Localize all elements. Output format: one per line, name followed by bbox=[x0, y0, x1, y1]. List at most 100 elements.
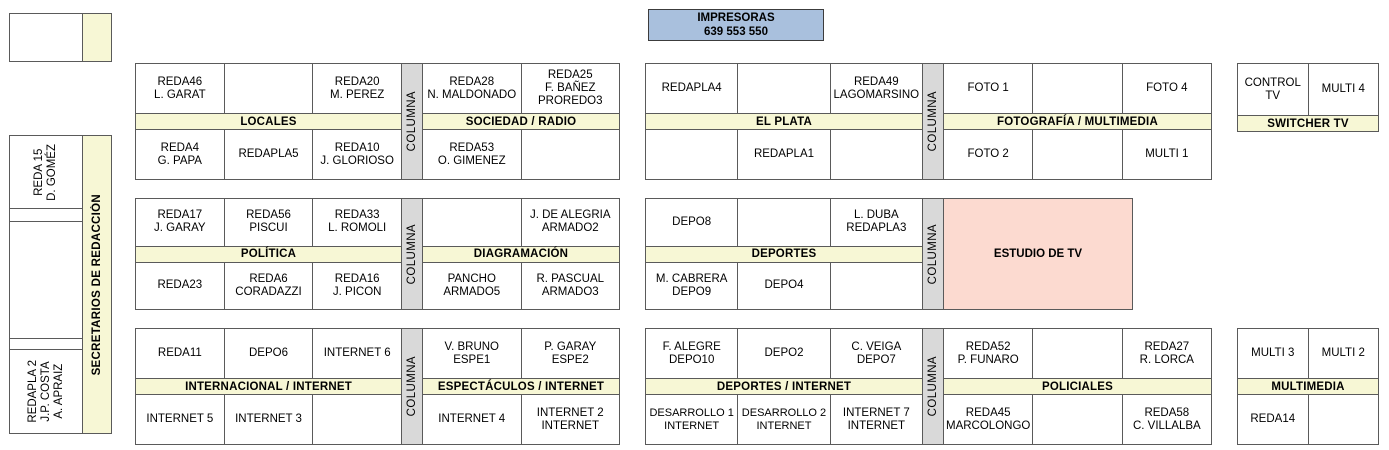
desk-cell[interactable] bbox=[1032, 328, 1123, 379]
desk-cell[interactable]: INTERNET 7 INTERNET bbox=[829, 394, 923, 445]
desk-cell[interactable]: INTERNET 2 INTERNET bbox=[520, 394, 620, 445]
desk-cell[interactable] bbox=[1032, 129, 1123, 180]
section-band-multimedia: MULTIMEDIA bbox=[1237, 378, 1379, 395]
desk-cell[interactable]: REDA33 L. ROMOLI bbox=[312, 198, 403, 247]
desk-cell[interactable] bbox=[1307, 394, 1379, 445]
desk-cell[interactable]: REDA14 bbox=[1237, 394, 1309, 445]
sidebar-cell-blank-2[interactable] bbox=[9, 221, 83, 339]
desk-cell[interactable]: DEPO2 bbox=[737, 328, 831, 379]
desk-cell[interactable]: MULTI 3 bbox=[1237, 328, 1309, 379]
desk-cell[interactable]: DEPO6 bbox=[223, 328, 314, 379]
desk-cell[interactable]: REDA27 R. LORCA bbox=[1121, 328, 1212, 379]
desk-cell[interactable]: REDA52 P. FUNARO bbox=[943, 328, 1034, 379]
desk-cell[interactable] bbox=[829, 261, 923, 310]
desk-cell[interactable]: REDA49 LAGOMARSINO bbox=[829, 63, 923, 114]
desk-cell[interactable]: REDA25 F. BAÑEZ PROREDO3 bbox=[520, 63, 620, 114]
desk-cell[interactable]: REDA58 C. VILLALBA bbox=[1121, 394, 1212, 445]
desk-row-top: DEPO8 L. DUBA REDAPLA3 bbox=[645, 198, 923, 247]
desk-cell[interactable]: REDA20 M. PEREZ bbox=[312, 63, 403, 114]
desk-cell[interactable]: CONTROL TV bbox=[1237, 63, 1309, 116]
desk-cell[interactable]: M. CABRERA DEPO9 bbox=[645, 261, 739, 310]
sidebar-cell-reda15[interactable]: REDA 15 D. GOMÉZ bbox=[9, 135, 83, 209]
desk-cell[interactable] bbox=[737, 63, 831, 114]
section-politica: REDA17 J. GARAY REDA56 PISCUI REDA33 L. … bbox=[135, 198, 403, 310]
desk-cell[interactable] bbox=[312, 394, 403, 445]
desk-cell[interactable] bbox=[520, 129, 620, 180]
desk-cell[interactable]: FOTO 4 bbox=[1121, 63, 1212, 114]
desk-cell[interactable]: DESARROLLO 2 INTERNET bbox=[737, 394, 831, 445]
desk-row-bottom: M. CABRERA DEPO9 DEPO4 bbox=[645, 261, 923, 310]
desk-cell[interactable] bbox=[737, 198, 831, 247]
desk-cell[interactable]: C. VEIGA DEPO7 bbox=[829, 328, 923, 379]
desk-cell[interactable] bbox=[645, 129, 739, 180]
desk-cell[interactable]: REDA46 L. GARAT bbox=[135, 63, 225, 114]
desk-cell[interactable]: REDA56 PISCUI bbox=[223, 198, 314, 247]
desk-cell[interactable]: REDA23 bbox=[135, 261, 225, 310]
sidebar-main: REDA 15 D. GOMÉZ REDAPLA 2 J.P. COSTA A.… bbox=[9, 135, 112, 434]
section-diagramacion: J. DE ALEGRIA ARMADO2 DIAGRAMACIÓN PANCH… bbox=[422, 198, 620, 310]
sidebar-cell-blank-1[interactable] bbox=[9, 208, 83, 222]
desk-cell[interactable]: REDA10 J. GLORIOSO bbox=[312, 129, 403, 180]
desk-cell[interactable]: REDA53 O. GIMENEZ bbox=[422, 129, 522, 180]
desk-cell[interactable]: INTERNET 4 bbox=[422, 394, 522, 445]
desk-cell[interactable]: INTERNET 6 bbox=[312, 328, 403, 379]
desk-cell[interactable]: INTERNET 5 bbox=[135, 394, 225, 445]
desk-cell[interactable] bbox=[422, 198, 522, 247]
section-sociedad-radio: REDA28 N. MALDONADO REDA25 F. BAÑEZ PROR… bbox=[422, 63, 620, 180]
desk-row-bottom: REDA23 REDA6 CORADAZZI REDA16 J. PICON bbox=[135, 261, 403, 310]
block-deportes-estudio: DEPO8 L. DUBA REDAPLA3 DEPORTES M. CABRE… bbox=[645, 198, 1133, 310]
sidebar-cell-redapla2[interactable]: REDAPLA 2 J.P. COSTA A. APRAIZ bbox=[9, 349, 83, 434]
desk-cell[interactable]: INTERNET 3 bbox=[223, 394, 314, 445]
desk-cell[interactable]: F. ALEGRE DEPO10 bbox=[645, 328, 739, 379]
desk-cell[interactable]: REDA16 J. PICON bbox=[312, 261, 403, 310]
desk-cell[interactable]: P. GARAY ESPE2 bbox=[520, 328, 620, 379]
sidebar-top-left-cell bbox=[9, 13, 83, 62]
block-multimedia: MULTI 3 MULTI 2 MULTIMEDIA REDA14 bbox=[1237, 328, 1379, 445]
sidebar-top-box bbox=[9, 13, 112, 62]
section-band-switcher-tv: SWITCHER TV bbox=[1237, 115, 1379, 132]
section-locales: REDA46 L. GARAT REDA20 M. PEREZ LOCALES … bbox=[135, 63, 403, 180]
desk-cell[interactable]: REDA11 bbox=[135, 328, 225, 379]
desk-cell[interactable]: REDAPLA4 bbox=[645, 63, 739, 114]
section-deportes-internet: F. ALEGRE DEPO10 DEPO2 C. VEIGA DEPO7 DE… bbox=[645, 328, 923, 445]
desk-cell[interactable]: J. DE ALEGRIA ARMADO2 bbox=[520, 198, 620, 247]
block-politica-diagramacion: REDA17 J. GARAY REDA56 PISCUI REDA33 L. … bbox=[135, 198, 620, 310]
desk-row-top: J. DE ALEGRIA ARMADO2 bbox=[422, 198, 620, 247]
desk-cell[interactable]: REDAPLA1 bbox=[737, 129, 831, 180]
desk-cell[interactable]: FOTO 1 bbox=[943, 63, 1034, 114]
desk-cell[interactable]: REDA45 MARCOLONGO bbox=[943, 394, 1034, 445]
desk-cell[interactable]: L. DUBA REDAPLA3 bbox=[829, 198, 923, 247]
desk-cell[interactable]: REDA28 N. MALDONADO bbox=[422, 63, 522, 114]
section-elplata: REDAPLA4 REDA49 LAGOMARSINO EL PLATA RED… bbox=[645, 63, 923, 180]
desk-cell[interactable] bbox=[1032, 394, 1123, 445]
desk-row-bottom: REDA53 O. GIMENEZ bbox=[422, 129, 620, 180]
desk-row-bottom: INTERNET 4 INTERNET 2 INTERNET bbox=[422, 394, 620, 445]
desk-cell[interactable]: MULTI 4 bbox=[1307, 63, 1379, 116]
desk-cell[interactable]: REDA4 G. PAPA bbox=[135, 129, 225, 180]
desk-cell[interactable] bbox=[223, 63, 314, 114]
desk-cell[interactable]: REDA6 CORADAZZI bbox=[223, 261, 314, 310]
desk-cell[interactable]: MULTI 1 bbox=[1121, 129, 1212, 180]
desk-row-top: REDA11 DEPO6 INTERNET 6 bbox=[135, 328, 403, 379]
desk-cell[interactable]: DEPO4 bbox=[737, 261, 831, 310]
section-multimedia: MULTI 3 MULTI 2 MULTIMEDIA REDA14 bbox=[1237, 328, 1379, 445]
desk-cell[interactable]: REDA17 J. GARAY bbox=[135, 198, 225, 247]
desk-row-top: REDA46 L. GARAT REDA20 M. PEREZ bbox=[135, 63, 403, 114]
desk-cell[interactable]: REDAPLA5 bbox=[223, 129, 314, 180]
impresoras-box: IMPRESORAS 639 553 550 bbox=[648, 9, 824, 41]
desk-cell[interactable] bbox=[829, 129, 923, 180]
desk-cell[interactable] bbox=[1032, 63, 1123, 114]
desk-cell[interactable]: MULTI 2 bbox=[1307, 328, 1379, 379]
desk-cell[interactable]: PANCHO ARMADO5 bbox=[422, 261, 522, 310]
desk-cell[interactable]: R. PASCUAL ARMADO3 bbox=[520, 261, 620, 310]
desk-cell[interactable]: DESARROLLO 1 INTERNET bbox=[645, 394, 739, 445]
desk-row-top: MULTI 3 MULTI 2 bbox=[1237, 328, 1379, 379]
estudio-de-tv-area[interactable]: ESTUDIO DE TV bbox=[943, 198, 1133, 310]
desk-cell[interactable]: DEPO8 bbox=[645, 198, 739, 247]
section-fotografia-multimedia: FOTO 1 FOTO 4 FOTOGRAFÍA / MULTIMEDIA FO… bbox=[943, 63, 1212, 180]
desk-cell[interactable]: FOTO 2 bbox=[943, 129, 1034, 180]
section-internacional-internet: REDA11 DEPO6 INTERNET 6 INTERNACIONAL / … bbox=[135, 328, 403, 445]
section-deportes: DEPO8 L. DUBA REDAPLA3 DEPORTES M. CABRE… bbox=[645, 198, 923, 310]
columna-label: COLUMNA bbox=[406, 91, 418, 152]
desk-cell[interactable]: V. BRUNO ESPE1 bbox=[422, 328, 522, 379]
